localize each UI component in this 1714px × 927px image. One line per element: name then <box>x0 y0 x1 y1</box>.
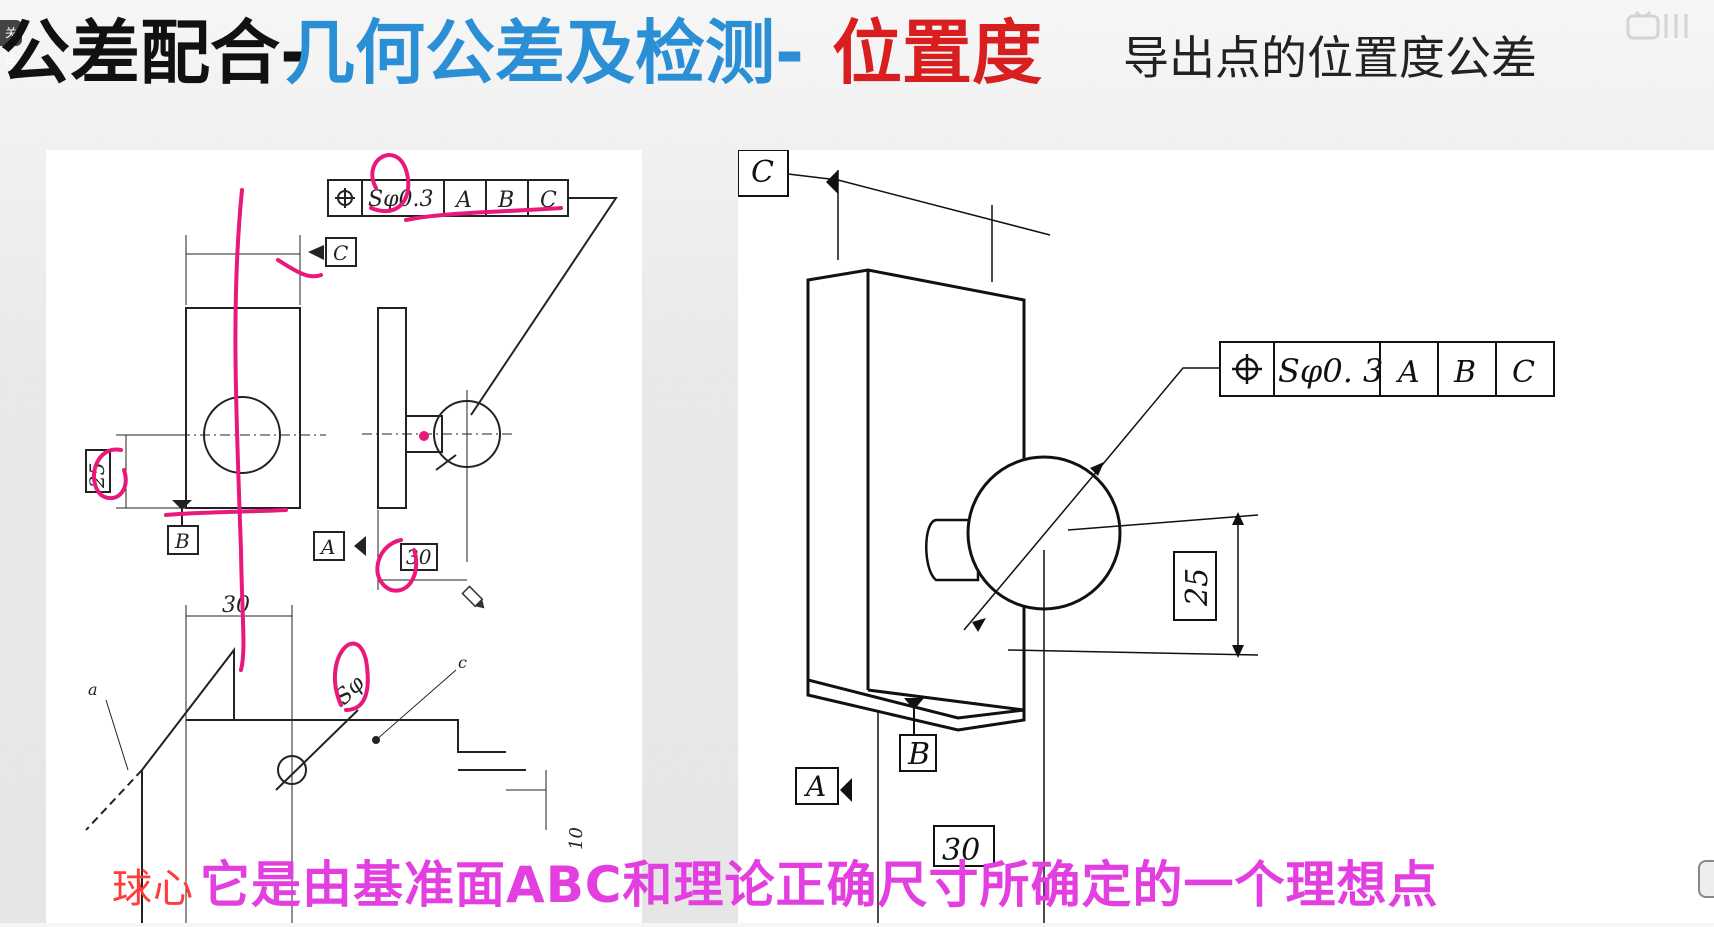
right-frame-datum-a: A <box>1395 355 1420 390</box>
subtitle-caption: 球心它是由基准面ABC和理论正确尺寸所确定的一个理想点 <box>112 845 1439 917</box>
pencil-cursor-icon <box>461 585 485 609</box>
right-dim-30: 30 <box>942 833 980 868</box>
side-panel-handle[interactable] <box>1698 860 1714 898</box>
left-dim-30-top: 30 <box>222 593 250 618</box>
caption-prefix: 球心 <box>112 866 194 912</box>
right-datum-b-label: B <box>907 737 930 772</box>
pink-annotation-strokes <box>91 153 563 712</box>
right-isometric-drawing: C Sφ0. 3 A B C 25 B A 30 <box>737 149 1555 923</box>
left-leader-a: a <box>88 680 98 699</box>
title-part-3: 位置度 <box>832 12 1042 94</box>
left-datum-c-label: C <box>333 241 348 265</box>
left-leader-c: c <box>458 653 467 672</box>
left-dim-30: 30 <box>406 545 432 569</box>
left-datum-a-label: A <box>319 535 335 559</box>
caption-text: 它是由基准面ABC和理论正确尺寸所确定的一个理想点 <box>200 856 1439 914</box>
subtitle: 导出点的位置度公差 <box>1123 31 1537 85</box>
left-frame-datum-b: B <box>497 188 514 213</box>
left-drawing-panel: Sφ0.3 A B C C B A 30 25 30 Sφ a c 10 <box>46 150 642 923</box>
left-technical-drawing: Sφ0.3 A B C C B A 30 25 30 Sφ a c 10 <box>85 153 618 923</box>
title-part-1: 公差配合- <box>0 12 310 94</box>
right-frame-datum-b: B <box>1453 355 1476 390</box>
right-dim-25: 25 <box>1180 568 1215 607</box>
follow-badge[interactable]: 关注 <box>0 20 22 66</box>
right-drawing-panel: C Sφ0. 3 A B C 25 B A 30 <box>737 149 1714 923</box>
left-datum-b-label: B <box>174 529 190 553</box>
right-feature-control-frame <box>1219 341 1555 397</box>
right-tolerance-value: Sφ0. 3 <box>1278 352 1383 390</box>
right-datum-c-label: C <box>751 155 774 190</box>
bilibili-watermark-icon <box>1626 10 1688 40</box>
right-datum-a-label: A <box>803 770 826 803</box>
right-frame-datum-c: C <box>1512 355 1535 390</box>
title-part-2: 几何公差及检测- <box>285 12 805 94</box>
left-frame-datum-a: A <box>454 188 472 213</box>
left-dim-small: 10 <box>566 827 587 850</box>
title-bar: 关注 公差配合- 几何公差及检测- 位置度 导出点的位置度公差 <box>0 0 1714 100</box>
